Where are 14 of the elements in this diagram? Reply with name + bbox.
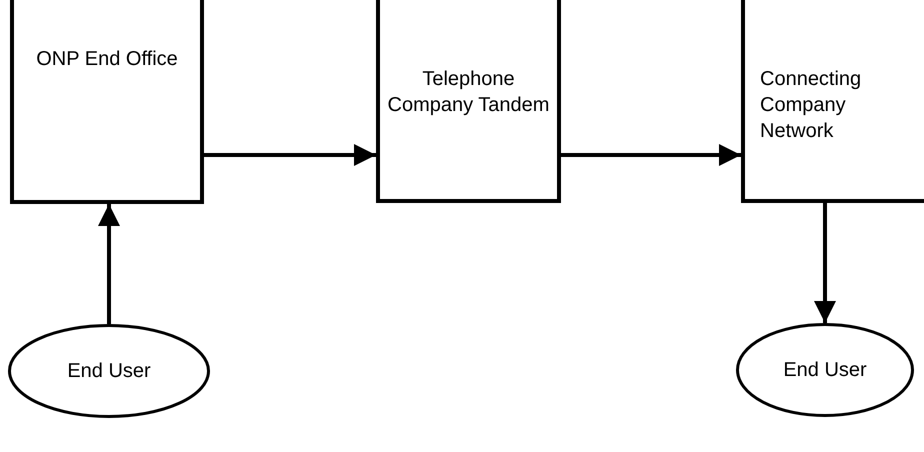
node-label: Telephone Company Tandem (386, 67, 550, 118)
office-box (10, 0, 204, 204)
arrow (204, 144, 376, 166)
user-ellipse (736, 323, 914, 417)
arrow (98, 204, 120, 324)
user-ellipse (8, 324, 210, 418)
node-label: End User (782, 358, 868, 383)
network-box (741, 0, 924, 203)
node-label: End User (66, 359, 152, 384)
tandem-box (376, 0, 561, 203)
node-label: Connecting Company Network (760, 67, 862, 144)
node-label: ONP End Office (35, 47, 179, 72)
arrow (814, 203, 836, 323)
arrow (561, 144, 741, 166)
